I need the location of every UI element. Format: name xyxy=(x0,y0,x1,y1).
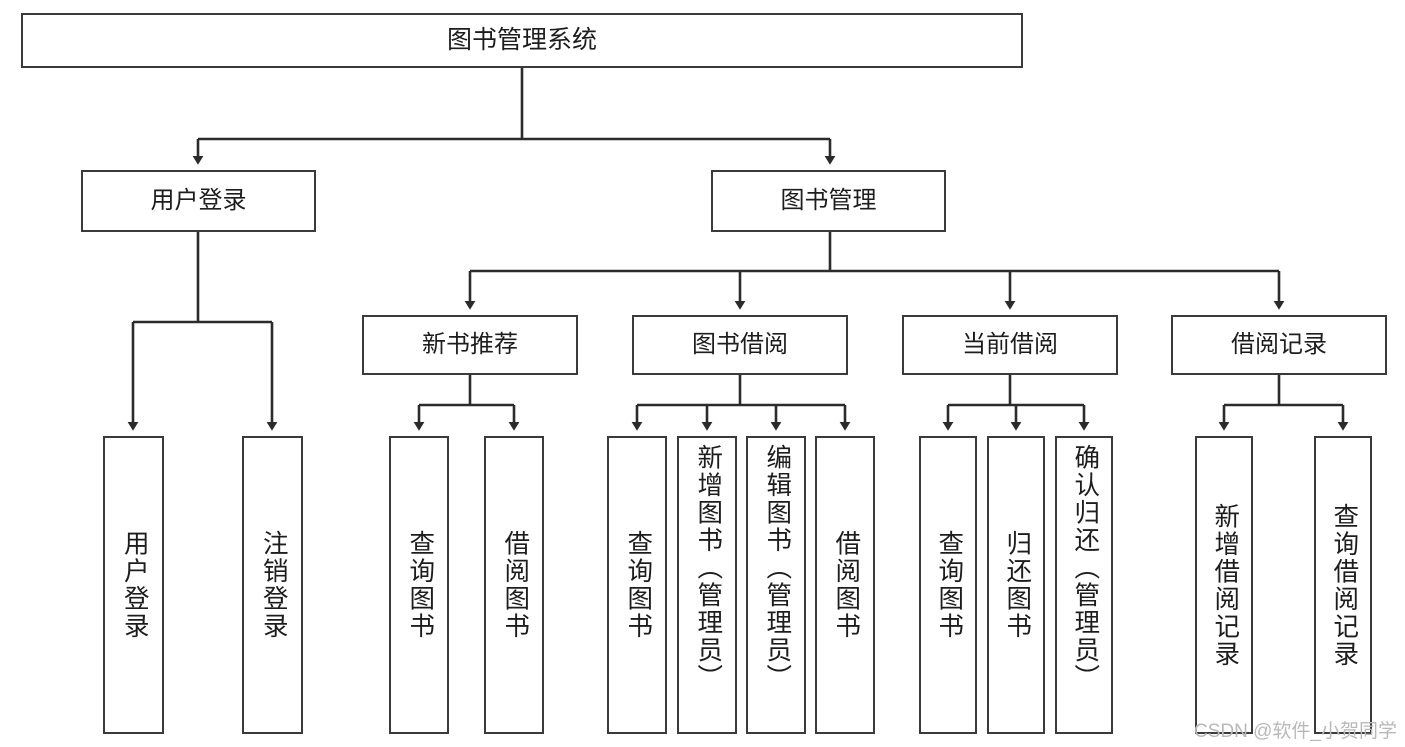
node-label: 确认归还（管理员） xyxy=(1070,444,1099,692)
leaf-borrow-query-book[interactable]: 查询图书 xyxy=(607,436,667,734)
node-label: 图书借阅 xyxy=(692,331,788,359)
node-label: 借阅图书 xyxy=(500,530,529,640)
leaf-current-confirm-return-admin[interactable]: 确认归还（管理员） xyxy=(1055,436,1113,734)
node-label: 查询图书 xyxy=(934,530,963,640)
node-label: 借阅图书 xyxy=(831,530,860,640)
node-label: 新书推荐 xyxy=(422,331,518,359)
node-user-login[interactable]: 用户登录 xyxy=(81,170,316,232)
node-new-book-recommend[interactable]: 新书推荐 xyxy=(362,315,578,375)
node-book-borrow[interactable]: 图书借阅 xyxy=(632,315,848,375)
node-label: 注销登录 xyxy=(259,530,288,640)
leaf-record-add-record[interactable]: 新增借阅记录 xyxy=(1195,436,1253,734)
leaf-new-book-borrow-book[interactable]: 借阅图书 xyxy=(484,436,544,734)
node-label: 编辑图书（管理员） xyxy=(762,444,791,692)
node-label: 借阅记录 xyxy=(1231,331,1327,359)
leaf-new-book-query-book[interactable]: 查询图书 xyxy=(389,436,449,734)
leaf-logout[interactable]: 注销登录 xyxy=(242,436,303,734)
node-label: 图书管理 xyxy=(780,187,877,215)
node-label: 用户登录 xyxy=(120,530,149,640)
leaf-current-return-book[interactable]: 归还图书 xyxy=(987,436,1045,734)
csdn-watermark: CSDN @软件_小贺同学 xyxy=(1194,721,1397,742)
leaf-current-query-book[interactable]: 查询图书 xyxy=(919,436,977,734)
node-label: 归还图书 xyxy=(1002,530,1031,640)
node-label: 查询图书 xyxy=(623,530,652,640)
node-label: 新增借阅记录 xyxy=(1210,502,1239,668)
node-current-borrow[interactable]: 当前借阅 xyxy=(902,315,1118,375)
node-label: 当前借阅 xyxy=(962,331,1058,359)
node-label: 查询借阅记录 xyxy=(1329,502,1358,668)
node-label: 用户登录 xyxy=(150,187,247,215)
node-book-management[interactable]: 图书管理 xyxy=(711,170,946,232)
leaf-record-query-record[interactable]: 查询借阅记录 xyxy=(1314,436,1372,734)
node-label: 新增图书（管理员） xyxy=(693,444,722,692)
node-label: 查询图书 xyxy=(405,530,434,640)
leaf-borrow-borrow-book[interactable]: 借阅图书 xyxy=(815,436,875,734)
leaf-borrow-edit-book-admin[interactable]: 编辑图书（管理员） xyxy=(746,436,806,734)
leaf-user-login[interactable]: 用户登录 xyxy=(103,436,164,734)
node-root-system[interactable]: 图书管理系统 xyxy=(21,13,1023,68)
node-borrow-record[interactable]: 借阅记录 xyxy=(1171,315,1387,375)
node-label: 图书管理系统 xyxy=(446,26,597,54)
leaf-borrow-add-book-admin[interactable]: 新增图书（管理员） xyxy=(677,436,737,734)
